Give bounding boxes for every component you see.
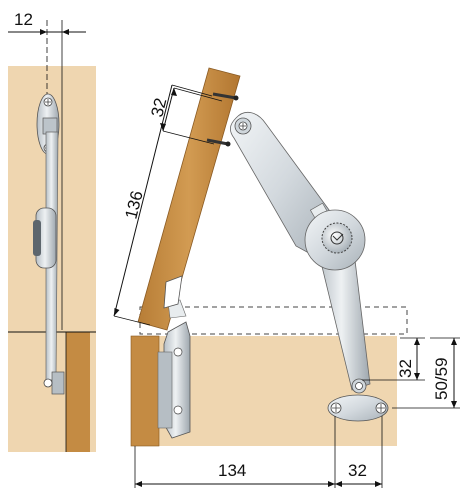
door-edge-dark [66, 332, 90, 452]
open-door-panel [137, 67, 241, 331]
dimension-32-right: 32 [362, 337, 425, 381]
dimension-label-32-top: 32 [147, 96, 170, 119]
dimension-label-32-bottom: 32 [348, 461, 367, 480]
cabinet-side-edge [130, 335, 160, 447]
dimension-32-top: 32 [147, 87, 223, 145]
dimension-label-136: 136 [121, 189, 146, 221]
base-plate [327, 394, 389, 422]
adjustment-knob-icon [321, 222, 353, 254]
dimension-12: 12 [8, 10, 86, 35]
pivot-block [42, 117, 58, 135]
door-screws [206, 92, 239, 147]
door-latch [163, 275, 183, 309]
screw-icon [43, 378, 53, 388]
dimension-label-32-right: 32 [396, 359, 415, 378]
closed-door-outline [139, 306, 408, 335]
cylinder-dark [33, 220, 41, 256]
dimension-32-bottom: 32 [335, 416, 383, 488]
screw-icon [225, 141, 231, 147]
dimension-label-12: 12 [14, 10, 33, 29]
hinge [157, 299, 191, 439]
dimension-50-59: 50/59 [392, 337, 460, 409]
side-view [8, 20, 96, 452]
screw-icon [233, 95, 239, 101]
front-view: 136 32 [113, 67, 408, 447]
dimension-label-50-59: 50/59 [432, 357, 451, 400]
dimension-134: 134 [134, 416, 336, 488]
bottom-mount [51, 371, 65, 395]
dimension-label-134: 134 [218, 461, 246, 480]
